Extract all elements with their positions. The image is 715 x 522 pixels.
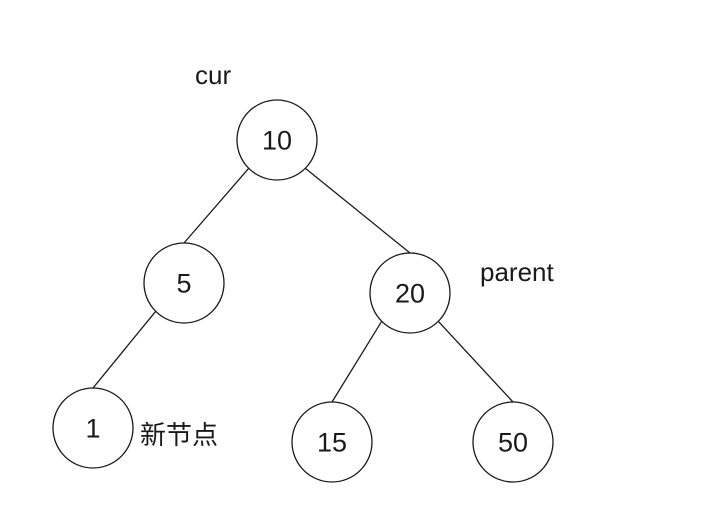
tree-node-10: 10 <box>236 99 318 181</box>
label-cur: cur <box>195 60 231 90</box>
node-5-circle <box>143 242 225 324</box>
node-50-circle <box>472 401 554 483</box>
label-parent: parent <box>480 257 554 287</box>
node-10-value: 10 <box>262 126 292 156</box>
edge-20-50 <box>437 320 514 403</box>
node-50-value: 50 <box>498 428 528 458</box>
node-1-value: 1 <box>85 414 100 444</box>
node-20-circle <box>369 252 451 334</box>
edge-10-20 <box>304 167 411 254</box>
edges <box>92 167 514 403</box>
label-new-node: 新节点 <box>140 420 218 450</box>
node-15-value: 15 <box>317 428 347 458</box>
edge-10-5 <box>183 167 250 244</box>
tree-node-1: 1 <box>52 387 134 469</box>
node-5-value: 5 <box>176 269 191 299</box>
tree-node-15: 15 <box>291 401 373 483</box>
node-1-circle <box>52 387 134 469</box>
node-20-value: 20 <box>395 279 425 309</box>
tree-node-20: 20 <box>369 252 451 334</box>
tree-node-50: 50 <box>472 401 554 483</box>
edge-20-15 <box>331 320 383 403</box>
tree-node-5: 5 <box>143 242 225 324</box>
node-15-circle <box>291 401 373 483</box>
node-10-circle <box>236 99 318 181</box>
edge-5-1 <box>92 310 157 389</box>
